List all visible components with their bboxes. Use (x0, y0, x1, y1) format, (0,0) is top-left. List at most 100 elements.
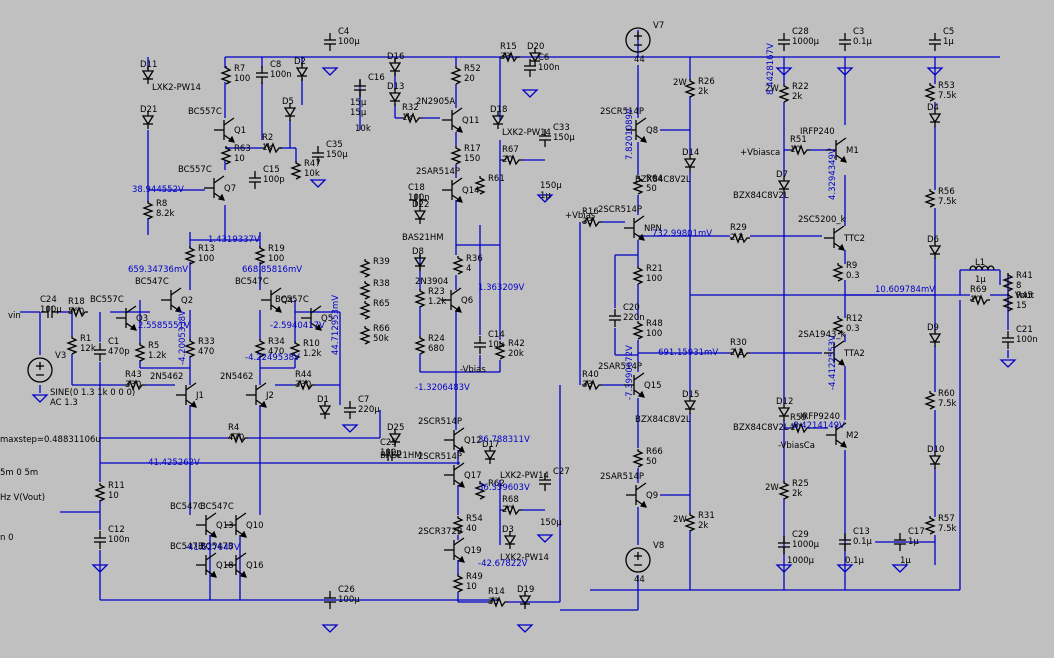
diode-d12[interactable]: D12 (776, 397, 793, 421)
capacitor-c3[interactable]: C30.1µ (839, 27, 873, 51)
diode-d10[interactable]: D10 (927, 445, 944, 469)
inductor-l1[interactable] (969, 265, 995, 271)
resistor-r65[interactable]: R65 (359, 299, 390, 320)
resistor-r8[interactable]: R88.2k (142, 199, 175, 220)
diode-d8[interactable]: D8 (412, 247, 427, 271)
diode-d13[interactable]: D13 (387, 82, 404, 106)
resistor-r61[interactable]: R61 (474, 174, 505, 195)
resistor-r62[interactable]: R62 (474, 479, 505, 500)
diode-d18[interactable]: D18 (490, 105, 507, 129)
diode-d25[interactable]: D25 (387, 423, 404, 447)
diode-d4[interactable]: D4 (927, 103, 942, 127)
voltage-source-v3[interactable]: V3 (27, 351, 66, 383)
diode-d16[interactable]: D16 (387, 52, 404, 76)
diode-d17[interactable]: D17 (482, 440, 499, 464)
diode-d20[interactable]: D20 (527, 42, 544, 66)
diode-d11[interactable]: D11 (140, 60, 157, 84)
diode-d15[interactable]: D15 (682, 390, 699, 414)
diode-d14[interactable]: D14 (682, 148, 699, 172)
resistor-r38[interactable]: R38 (359, 279, 390, 300)
resistor-r5[interactable]: R51.2k (134, 341, 167, 362)
resistor-r39[interactable]: R39 (359, 257, 390, 278)
diode-d7[interactable]: D7 (776, 170, 791, 194)
diode-d21[interactable]: D21 (140, 105, 157, 129)
